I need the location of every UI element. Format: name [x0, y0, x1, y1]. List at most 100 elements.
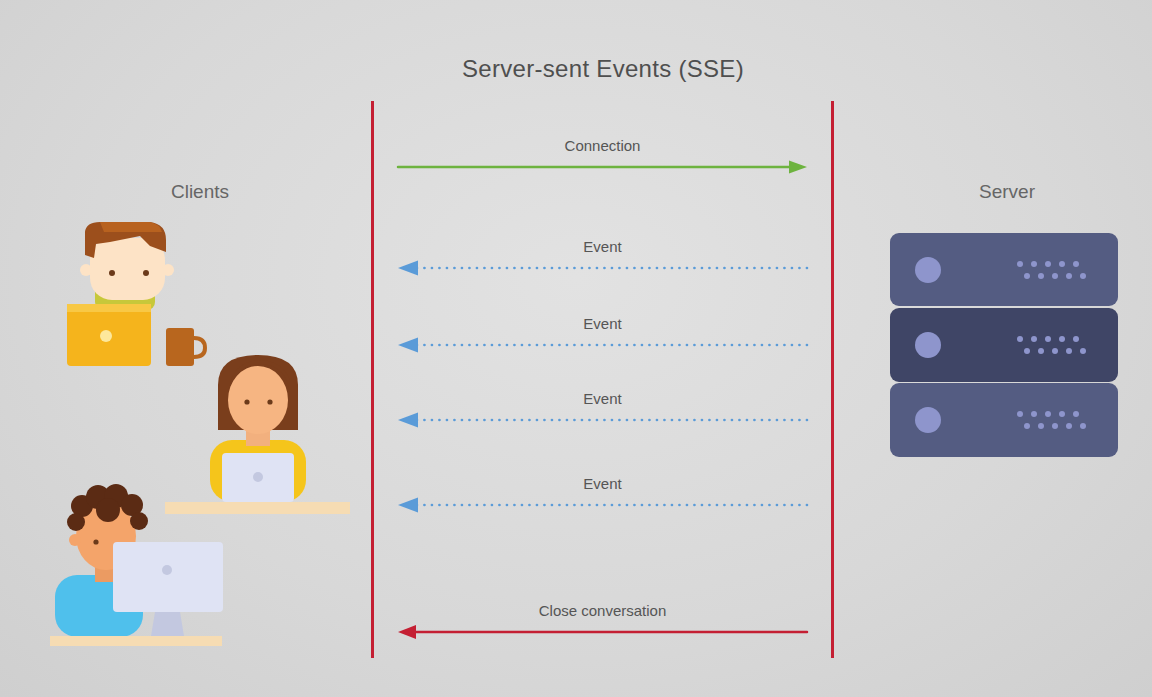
arrow-head [398, 261, 418, 276]
event-arrow [398, 498, 807, 513]
server-rack-part [1066, 423, 1072, 429]
server-rack-part [915, 407, 941, 433]
edge-label: Close conversation [536, 602, 670, 619]
client-person-laptop-part [162, 264, 174, 276]
client-person-laptop-part [100, 222, 162, 232]
arrow-head [789, 161, 807, 174]
client-person-laptop [67, 222, 205, 366]
arrow-shaft [412, 631, 807, 634]
server-rack-part [1080, 273, 1086, 279]
server-rack-part [1024, 423, 1030, 429]
server-rack-part [890, 233, 1118, 306]
client-person-desktop [50, 484, 223, 646]
client-person-laptop-part [194, 338, 205, 357]
event-arrow [398, 625, 807, 639]
client-person-laptop-part [67, 304, 151, 366]
server-rack-part [1024, 273, 1030, 279]
event-arrow [398, 261, 807, 276]
edge-label: Event [580, 315, 624, 332]
lifeline-region: Clients [0, 101, 374, 658]
arrow-shaft [414, 419, 807, 422]
event-arrow [398, 413, 807, 428]
arrow-shaft [398, 166, 793, 169]
server-rack-part [890, 383, 1118, 457]
server-rack-part [1052, 273, 1058, 279]
server-rack-part [1052, 423, 1058, 429]
arrow-head [398, 413, 418, 428]
client-person-woman [165, 355, 350, 514]
client-person-woman-part [267, 399, 272, 404]
server-rack-part [915, 332, 941, 358]
client-person-desktop-part [69, 534, 81, 546]
server-rack-part [1059, 336, 1065, 342]
client-person-desktop-part [93, 539, 98, 544]
lifeline-region: Server [831, 101, 1152, 658]
client-person-desktop-part [50, 636, 222, 646]
server-rack-part [1038, 348, 1044, 354]
event-arrow [398, 161, 807, 174]
client-person-desktop-part [151, 612, 184, 636]
server-rack-part [1080, 348, 1086, 354]
server-rack-part [1066, 273, 1072, 279]
client-person-desktop-part [67, 513, 85, 531]
server-rack-part [1031, 261, 1037, 267]
server-rack-part [1066, 348, 1072, 354]
client-person-desktop-part [113, 542, 223, 612]
client-person-laptop-part [85, 222, 166, 258]
edge-label: Event [580, 390, 624, 407]
client-person-laptop-part [100, 330, 112, 342]
server-rack-part [1017, 411, 1023, 417]
server-rack-part [1031, 411, 1037, 417]
client-person-laptop-part [80, 264, 92, 276]
arrow-head [398, 498, 418, 513]
client-person-woman-part [253, 472, 263, 482]
client-person-laptop-part [67, 304, 151, 312]
server-rack-part [915, 257, 941, 283]
server-rack-part [1045, 411, 1051, 417]
server-rack-part [890, 308, 1118, 382]
arrow-head [398, 338, 418, 353]
client-person-woman-part [244, 399, 249, 404]
client-person-desktop-part [130, 512, 148, 530]
server-rack-part [1080, 423, 1086, 429]
edge-label: Event [580, 238, 624, 255]
server-rack-part [1059, 261, 1065, 267]
server-rack-part [1017, 261, 1023, 267]
server-rack-part [1017, 336, 1023, 342]
event-arrow [398, 338, 807, 353]
client-person-desktop-part [96, 498, 120, 522]
client-person-laptop-part [143, 270, 149, 276]
edge-label: Event [580, 475, 624, 492]
server-rack-part [1031, 336, 1037, 342]
lifeline-heading: Clients [171, 181, 229, 203]
client-person-desktop-part [67, 484, 148, 531]
server-rack-part [1073, 261, 1079, 267]
server-rack-part [1024, 348, 1030, 354]
client-person-woman-part [165, 502, 350, 514]
server-rack-part [1052, 348, 1058, 354]
server-rack-part [1059, 411, 1065, 417]
client-person-woman-part [210, 440, 306, 502]
client-person-woman-part [228, 360, 290, 396]
server-rack-part [1045, 336, 1051, 342]
server-rack-part [1017, 261, 1086, 429]
arrow-head [398, 625, 416, 639]
client-person-desktop-part [162, 565, 172, 575]
edge-label: Connection [562, 137, 644, 154]
arrow-shaft [414, 344, 807, 347]
client-person-laptop-part [109, 270, 115, 276]
diagram-title: Server-sent Events (SSE) [462, 55, 744, 83]
client-person-laptop-part [166, 328, 194, 366]
server-rack-part [1073, 411, 1079, 417]
arrow-shaft [414, 504, 807, 507]
server-rack-part [1038, 273, 1044, 279]
server-rack-part [1038, 423, 1044, 429]
server-rack-part [1073, 336, 1079, 342]
server-rack-part [1045, 261, 1051, 267]
client-person-woman-part [222, 453, 294, 502]
lifeline-heading: Server [979, 181, 1035, 203]
client-person-woman-part [228, 366, 288, 434]
arrow-shaft [414, 267, 807, 270]
